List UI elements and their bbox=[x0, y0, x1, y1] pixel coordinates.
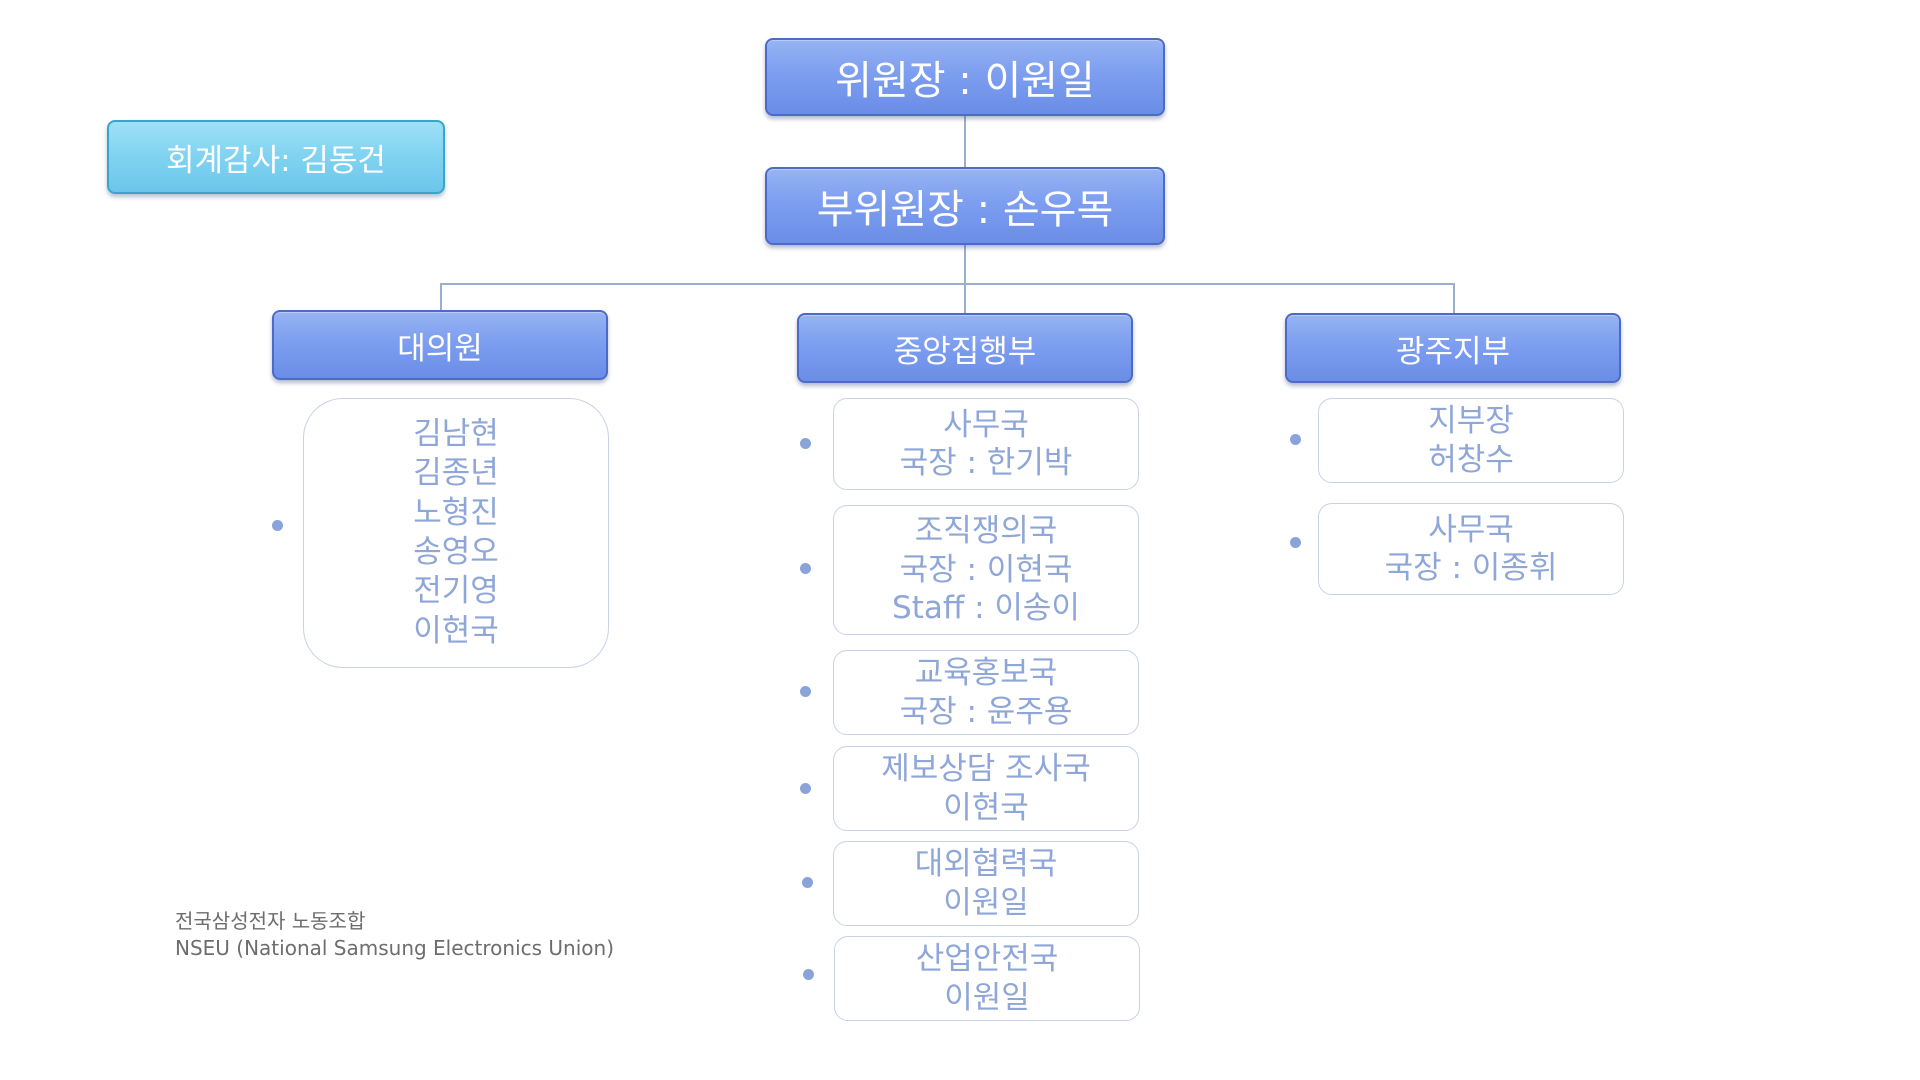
bullet-dot bbox=[272, 520, 283, 531]
role-name: 지부장 bbox=[1428, 403, 1514, 440]
union-name-korean: 전국삼성전자 노동조합 bbox=[175, 909, 366, 933]
person-name: 허창수 bbox=[1428, 441, 1514, 478]
branch-title: 대의원 bbox=[397, 330, 483, 367]
bullet-dot bbox=[800, 563, 811, 574]
dept-head: 이원일 bbox=[943, 884, 1029, 921]
bullet-dot bbox=[802, 877, 813, 888]
branch-chief-card: 지부장 허창수 bbox=[1318, 398, 1624, 483]
delegate-name: 이현국 bbox=[413, 612, 499, 649]
delegate-name: 김남현 bbox=[413, 415, 499, 452]
dept-name: 사무국 bbox=[1428, 511, 1514, 548]
delegate-name: 전기영 bbox=[413, 573, 499, 610]
delegate-name: 김종년 bbox=[413, 455, 499, 492]
bullet-dot bbox=[1290, 537, 1301, 548]
union-name-english: NSEU (National Samsung Electronics Union… bbox=[175, 936, 614, 960]
vice-chairman-label: 부위원장 : 손우목 bbox=[816, 187, 1114, 233]
dept-name: 사무국 bbox=[943, 406, 1029, 443]
branch-header-gwangju: 광주지부 bbox=[1285, 313, 1621, 383]
dept-staff: Staff : 이송이 bbox=[892, 590, 1080, 627]
connector-right-drop bbox=[1453, 283, 1455, 313]
education-card: 교육홍보국 국장 : 윤주용 bbox=[833, 650, 1139, 735]
dept-head: 국장 : 이현국 bbox=[899, 551, 1073, 588]
bullet-dot bbox=[800, 783, 811, 794]
auditor-box: 회계감사: 김동건 bbox=[107, 120, 445, 194]
connector-center-drop bbox=[964, 283, 966, 313]
branch-header-central: 중앙집행부 bbox=[797, 313, 1133, 383]
bullet-dot bbox=[800, 686, 811, 697]
dept-head: 이현국 bbox=[943, 789, 1029, 826]
delegates-card: 김남현 김종년 노형진 송영오 전기영 이현국 bbox=[303, 398, 609, 668]
bullet-dot bbox=[803, 969, 814, 980]
dept-name: 대외협력국 bbox=[914, 846, 1058, 883]
dept-name: 조직쟁의국 bbox=[914, 513, 1058, 550]
branch-office-card: 사무국 국장 : 이종휘 bbox=[1318, 503, 1624, 595]
delegate-name: 송영오 bbox=[413, 534, 499, 570]
connector-vice-down bbox=[964, 245, 966, 284]
safety-card: 산업안전국 이원일 bbox=[834, 936, 1140, 1021]
external-card: 대외협력국 이원일 bbox=[833, 841, 1139, 926]
delegate-name: 노형진 bbox=[413, 494, 499, 531]
connector-chairman-vice bbox=[964, 116, 966, 167]
auditor-label: 회계감사: 김동건 bbox=[166, 142, 386, 179]
connector-horizontal bbox=[440, 283, 1454, 285]
dept-name: 산업안전국 bbox=[915, 941, 1059, 978]
branch-title: 광주지부 bbox=[1395, 333, 1511, 370]
vice-chairman-box: 부위원장 : 손우목 bbox=[765, 167, 1165, 245]
union-footer: 전국삼성전자 노동조합 NSEU (National Samsung Elect… bbox=[175, 908, 614, 962]
bullet-dot bbox=[800, 438, 811, 449]
organizing-card: 조직쟁의국 국장 : 이현국 Staff : 이송이 bbox=[833, 505, 1139, 635]
dept-head: 국장 : 이종휘 bbox=[1384, 550, 1558, 586]
dept-head: 국장 : 윤주용 bbox=[899, 693, 1073, 730]
branch-header-delegates: 대의원 bbox=[272, 310, 608, 380]
dept-name: 교육홍보국 bbox=[914, 655, 1058, 692]
dept-name: 제보상담 조사국 bbox=[881, 751, 1091, 788]
branch-title: 중앙집행부 bbox=[893, 333, 1037, 370]
reporting-card: 제보상담 조사국 이현국 bbox=[833, 746, 1139, 831]
chairman-box: 위원장 : 이원일 bbox=[765, 38, 1165, 116]
office-card: 사무국 국장 : 한기박 bbox=[833, 398, 1139, 490]
dept-head: 국장 : 한기박 bbox=[899, 445, 1073, 481]
connector-left-drop bbox=[440, 283, 442, 310]
bullet-dot bbox=[1290, 434, 1301, 445]
dept-head: 이원일 bbox=[944, 979, 1030, 1016]
chairman-label: 위원장 : 이원일 bbox=[835, 58, 1095, 104]
